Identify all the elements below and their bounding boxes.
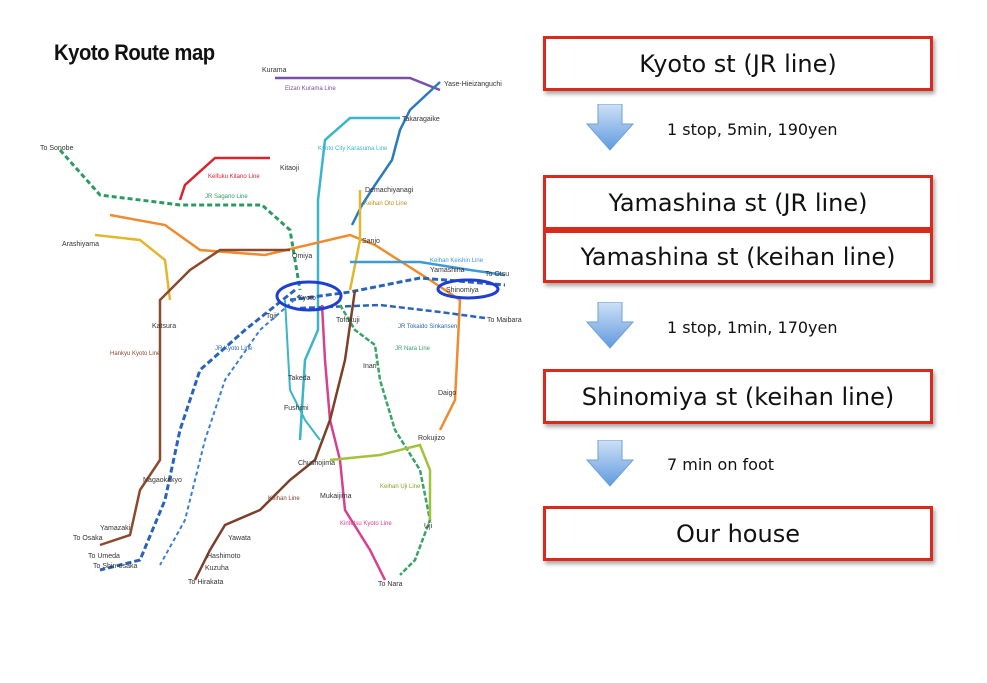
leg-info-2: 1 stop, 1min, 170yen [667,318,838,337]
line-label-sagano: JR Sagano Line [205,194,248,200]
dest-osaka: To Osaka [73,535,103,542]
station-shinomiya: Shinomiya [446,287,479,294]
station-yamazaki: Yamazaki [100,525,131,532]
line-label-keihan-keishin: Keihan Keishin Line [430,258,484,264]
dest-maibara: To Maibara [487,317,522,324]
line-jr-nara: JR Nara Line [338,304,432,576]
route-map: Eizan Kurama Line Kyoto City Karasuma Li… [40,67,522,588]
step-yamashina-jr: Yamashina st (JR line) [543,175,933,230]
line-keihan-keishin: Keihan Keishin Line [350,258,506,277]
line-keihan-oto: Keihan Oto Line [348,190,408,291]
dest-otsu: To Otsu [485,271,509,278]
highlight-kyoto [275,280,343,312]
station-fushimi: Fushimi [284,405,309,412]
line-label-jr-nara: JR Nara Line [395,346,431,352]
station-uji: Uji [424,523,433,530]
step-kyoto-jr: Kyoto st (JR line) [543,36,933,91]
station-chushojima: Chushojima [298,460,335,467]
line-keihan-main: Keihan Line [193,289,357,581]
line-label-hankyu-kyoto: Hankyu Kyoto Line [110,351,161,357]
station-yawata: Yawata [228,535,251,542]
line-keihan-uji: Keihan Uji Line [329,443,432,520]
station-rokujizo: Rokujizo [418,435,445,442]
line-label-eizan: Eizan Kurama Line [285,86,336,92]
station-nagaokakyo: Nagaokakyo [143,477,182,484]
line-label-tokaido: JR Tokaido Sinkansen [398,324,457,330]
down-arrow-icon [585,104,635,151]
station-mukaijima: Mukaijima [320,493,352,500]
station-inari: Inari [363,363,377,370]
line-label-keihan-oto: Keihan Oto Line [364,201,408,207]
dest-sonobe: To Sonobe [40,145,74,152]
station-takeda: Takeda [288,375,311,382]
station-katsura: Katsura [152,323,176,330]
line-label-karasuma: Kyoto City Karasuma Line [318,146,388,152]
dest-shinosaka: To Shin-osaka [93,563,137,570]
line-hankyu-arashiyama [109,213,462,431]
down-arrow-icon [585,302,635,349]
station-yase: Yase-Hieizanguchi [444,81,502,88]
station-kurama: Kurama [262,67,287,74]
dest-hirakata: To Hirakata [188,579,224,586]
station-kyoto: Kyoto [298,295,316,302]
station-hashimoto: Hashimoto [207,553,241,560]
station-kitaoji: Kitaoji [280,165,300,172]
dest-umeda: To Umeda [88,553,120,560]
leg-info-3: 7 min on foot [667,455,775,474]
station-toji: Toji [266,313,277,320]
line-label-keihan-uji: Keihan Uji Line [380,484,421,490]
line-label-keifuku: Keifuku Kitano Line [208,174,260,180]
highlight-shinomiya [436,278,500,300]
station-omiya: Omiya [292,253,312,260]
down-arrow-icon [585,440,635,487]
step-our-house: Our house [543,506,933,561]
dest-nara: To Nara [378,581,403,588]
line-label-kintetsu: Kintetsu Kyoto Line [340,521,392,527]
line-hankyu-kyoto: Hankyu Kyoto Line [99,248,290,547]
line-keifuku-arashiyama [94,233,172,301]
step-yamashina-keihan: Yamashina st (keihan line) [543,230,933,283]
line-keifuku: Keifuku Kitano Line [178,156,270,201]
station-daigo: Daigo [438,390,456,397]
line-label-keihan-main: Keihan Line [268,496,300,502]
station-yamashina: Yamashina [430,267,465,274]
station-kuzuha: Kuzuha [205,565,229,572]
line-label-jr-kyoto: JR Kyoto Line [215,346,253,352]
station-takaragaike: Takaragaike [402,116,440,123]
station-arashiyama: Arashiyama [62,241,99,248]
line-kintetsu: Kintetsu Kyoto Line [320,304,392,581]
station-tofukuji: Tofukuji [336,317,360,324]
line-karasuma-south [284,299,321,441]
station-sanjo: Sanjo [362,238,380,245]
step-shinomiya-keihan: Shinomiya st (keihan line) [543,369,933,424]
line-karasuma: Kyoto City Karasuma Line [298,116,400,441]
map-title: Kyoto Route map [54,40,215,65]
leg-info-1: 1 stop, 5min, 190yen [667,120,838,139]
line-sagano: JR Sagano Line [58,149,302,291]
line-eizan-yase [350,81,441,226]
line-jr-kyoto: JR Kyoto Line [99,288,301,572]
line-eizan-kurama: Eizan Kurama Line [275,76,441,92]
station-demachiyanagi: Demachiyanagi [365,187,414,194]
